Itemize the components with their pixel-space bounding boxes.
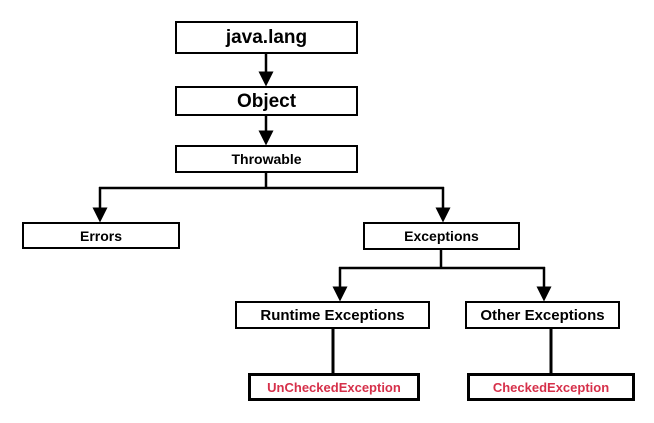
node-runtime-exceptions[interactable]: Runtime Exceptions: [235, 301, 430, 329]
node-java-lang[interactable]: java.lang: [175, 21, 358, 54]
node-label: Errors: [79, 227, 123, 244]
node-checked-exception[interactable]: CheckedException: [467, 373, 635, 401]
node-unchecked-exception[interactable]: UnCheckedException: [248, 373, 420, 401]
node-other-exceptions[interactable]: Other Exceptions: [465, 301, 620, 329]
node-label: UnCheckedException: [267, 379, 401, 395]
node-object[interactable]: Object: [175, 86, 358, 116]
node-label: Runtime Exceptions: [260, 306, 405, 324]
node-label: java.lang: [225, 27, 308, 48]
node-exceptions[interactable]: Exceptions: [363, 222, 520, 250]
node-throwable[interactable]: Throwable: [175, 145, 358, 173]
node-errors[interactable]: Errors: [22, 222, 180, 249]
node-label: CheckedException: [492, 379, 610, 395]
node-label: Object: [236, 90, 297, 112]
node-label: Other Exceptions: [480, 306, 605, 324]
node-label: Exceptions: [404, 228, 479, 244]
node-label: Throwable: [231, 151, 302, 167]
